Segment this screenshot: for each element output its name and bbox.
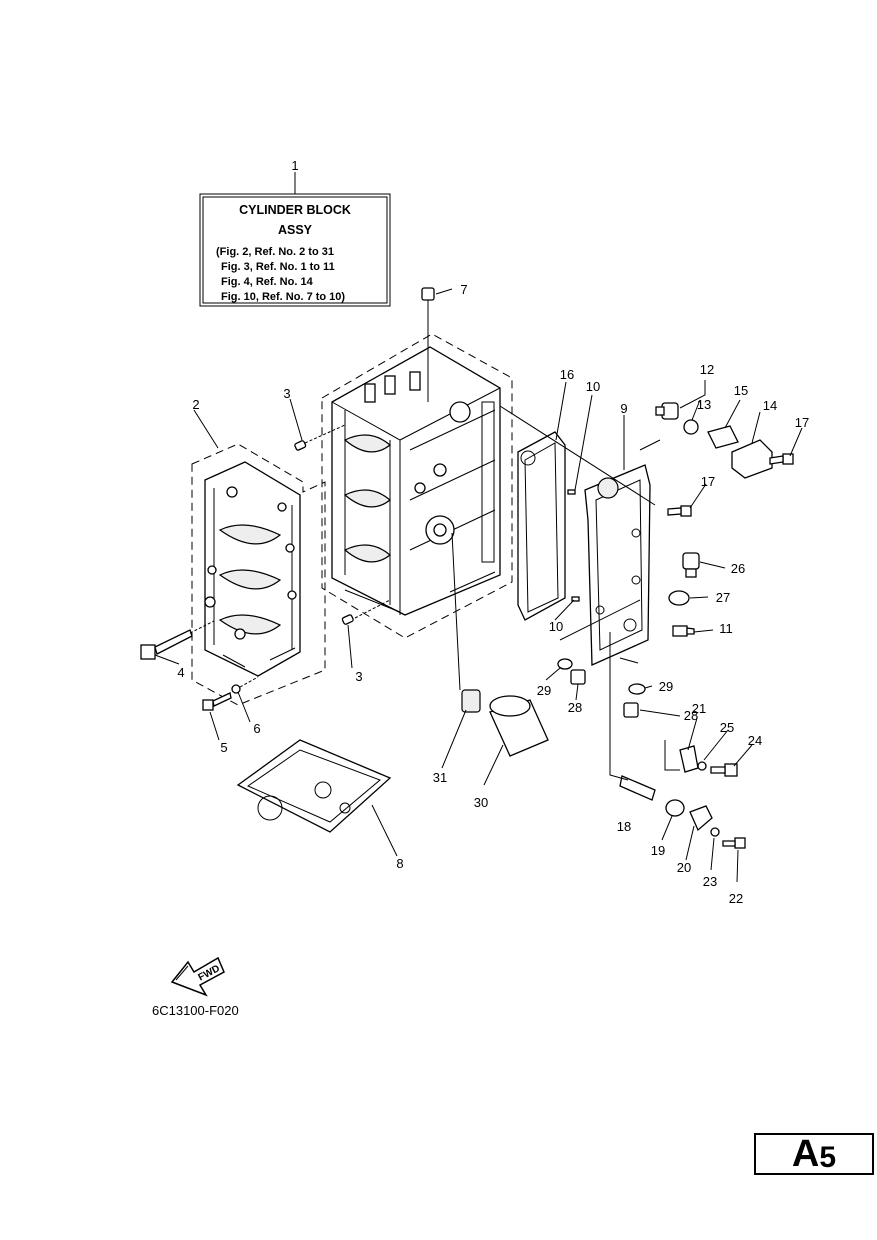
callout-1: 1 <box>291 158 298 173</box>
gasket-15-part <box>707 425 739 449</box>
callout-18: 18 <box>617 819 631 834</box>
part-21 <box>679 745 699 773</box>
bolt-4-part <box>140 620 215 660</box>
thermostat-cover-14-part <box>731 439 773 479</box>
assy-title-line2: ASSY <box>278 223 313 237</box>
plug-28-part <box>570 669 586 685</box>
plug-7-part <box>421 287 435 402</box>
bolt-17-part <box>667 505 692 517</box>
dowel-pin-part <box>294 440 307 451</box>
assy-ref-line: Fig. 3, Ref. No. 1 to 11 <box>221 261 335 273</box>
callout-2: 2 <box>192 397 199 412</box>
callout-29: 29 <box>537 683 551 698</box>
callout-23: 23 <box>703 874 717 889</box>
callout-24: 24 <box>748 733 762 748</box>
part-20 <box>689 805 713 832</box>
bolt-24-part <box>710 763 738 777</box>
fitting-11-part <box>672 625 695 637</box>
leader-lines <box>154 288 803 883</box>
oil-filter-30-part <box>489 695 549 757</box>
plug-28-part <box>623 702 639 718</box>
callout-31: 31 <box>433 770 447 785</box>
page-code-letter: A <box>791 1133 820 1175</box>
callout-numbers: 1 2 3 3 4 5 6 7 8 9 10 10 11 12 13 14 15… <box>177 158 809 906</box>
crankcase-dashed-outline <box>191 443 326 706</box>
bolt-17-part <box>769 453 794 465</box>
assy-title-line1: CYLINDER BLOCK <box>239 203 351 217</box>
thermostat-12-part <box>655 402 679 420</box>
callout-22: 22 <box>729 891 743 906</box>
page-code-badge: A 5 <box>754 1133 874 1175</box>
assy-ref-line: Fig. 4, Ref. No. 14 <box>221 276 314 288</box>
callout-3: 3 <box>355 669 362 684</box>
gasket-8-part <box>236 739 392 833</box>
callout-11: 11 <box>719 621 733 636</box>
dowel-10-part <box>567 489 576 495</box>
assy-ref-line: (Fig. 2, Ref. No. 2 to 31 <box>216 246 334 258</box>
assy-label-box: CYLINDER BLOCK ASSY (Fig. 2, Ref. No. 2 … <box>199 172 391 307</box>
assy-ref-line: Fig. 10, Ref. No. 7 to 10) <box>221 291 345 303</box>
gasket-16-part <box>517 431 566 621</box>
callout-8: 8 <box>396 856 403 871</box>
page-code-number: 5 <box>819 1141 837 1174</box>
callout-9: 9 <box>620 401 627 416</box>
callout-16: 16 <box>560 367 574 382</box>
dowel-pin-part <box>341 614 354 625</box>
bolt-5-part <box>202 692 232 711</box>
part-18 <box>619 775 656 801</box>
callout-10: 10 <box>586 379 600 394</box>
washer-6-part <box>231 684 241 694</box>
callout-14: 14 <box>763 398 777 413</box>
cylinder-block-part <box>331 346 501 616</box>
callout-28: 28 <box>568 700 582 715</box>
callout-20: 20 <box>677 860 691 875</box>
fwd-arrow-icon: FWD <box>170 956 225 997</box>
cylinder-block-dashed-outline <box>321 333 513 639</box>
figure-code: 6C13100-F020 <box>152 1003 239 1018</box>
bolt-22-part <box>722 837 746 849</box>
gasket-29-part <box>557 658 573 670</box>
washer-25-part <box>697 761 707 771</box>
callout-10: 10 <box>549 619 563 634</box>
callout-29: 29 <box>659 679 673 694</box>
callout-7: 7 <box>460 282 467 297</box>
o-ring-27-part <box>668 590 690 606</box>
stud-31-part <box>451 532 481 713</box>
part-19 <box>665 799 685 817</box>
gasket-13-part <box>683 419 699 435</box>
callout-17: 17 <box>795 415 809 430</box>
callout-4: 4 <box>177 665 184 680</box>
callout-19: 19 <box>651 843 665 858</box>
callout-26: 26 <box>731 561 745 576</box>
callout-17: 17 <box>701 474 715 489</box>
callout-12: 12 <box>700 362 714 377</box>
callout-27: 27 <box>716 590 730 605</box>
exhaust-cover-9-part <box>584 464 651 666</box>
callout-15: 15 <box>734 383 748 398</box>
callout-13: 13 <box>697 397 711 412</box>
dowel-10-part <box>571 596 580 602</box>
callout-25: 25 <box>720 720 734 735</box>
gasket-29-part <box>628 683 646 695</box>
callout-5: 5 <box>220 740 227 755</box>
callout-3: 3 <box>283 386 290 401</box>
callout-30: 30 <box>474 795 488 810</box>
callout-21: 21 <box>692 701 706 716</box>
plug-26-part <box>682 552 700 578</box>
crankcase-part <box>204 461 301 677</box>
callout-28: 28 <box>684 708 698 723</box>
callout-6: 6 <box>253 721 260 736</box>
washer-23-part <box>710 827 720 837</box>
